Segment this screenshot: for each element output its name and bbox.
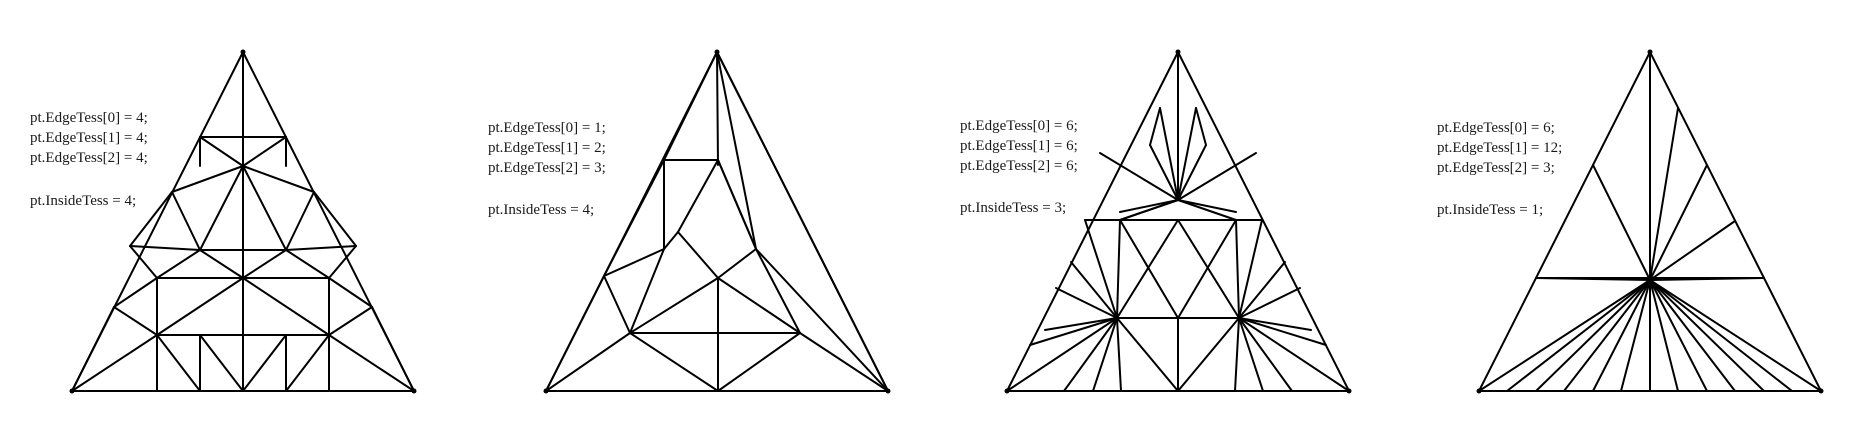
panel-3-mesh bbox=[1006, 51, 1350, 392]
panel-1-labels: pt.EdgeTess[0] = 4; pt.EdgeTess[1] = 4; … bbox=[30, 110, 148, 209]
panel-4-edge-tess-1: pt.EdgeTess[1] = 12; bbox=[1437, 140, 1562, 156]
panel-4: pt.EdgeTess[0] = 6; pt.EdgeTess[1] = 12;… bbox=[1437, 49, 1824, 394]
panel-3-vertices bbox=[1004, 49, 1352, 394]
panel-1: pt.EdgeTess[0] = 4; pt.EdgeTess[1] = 4; … bbox=[30, 49, 417, 394]
panel-1-vertices bbox=[69, 49, 417, 394]
panel-3-inside-tess: pt.InsideTess = 3; bbox=[960, 200, 1066, 216]
panel-4-inside-tess: pt.InsideTess = 1; bbox=[1437, 202, 1543, 218]
panel-3-labels: pt.EdgeTess[0] = 6; pt.EdgeTess[1] = 6; … bbox=[960, 118, 1078, 216]
panel-2-edge-tess-0: pt.EdgeTess[0] = 1; bbox=[488, 120, 606, 136]
panel-1-mesh bbox=[71, 51, 415, 392]
panel-2-labels: pt.EdgeTess[0] = 1; pt.EdgeTess[1] = 2; … bbox=[488, 120, 606, 218]
panel-1-edge-tess-1: pt.EdgeTess[1] = 4; bbox=[30, 130, 148, 146]
panel-1-inside-tess: pt.InsideTess = 4; bbox=[30, 193, 136, 209]
panel-4-vertices bbox=[1476, 49, 1824, 394]
panel-2-vertices bbox=[543, 49, 891, 394]
panel-4-labels: pt.EdgeTess[0] = 6; pt.EdgeTess[1] = 12;… bbox=[1437, 120, 1562, 218]
panel-4-mesh bbox=[1478, 51, 1822, 392]
panel-1-edge-tess-2: pt.EdgeTess[2] = 4; bbox=[30, 150, 148, 166]
panel-3-edge-tess-2: pt.EdgeTess[2] = 6; bbox=[960, 158, 1078, 174]
panel-4-edge-tess-0: pt.EdgeTess[0] = 6; bbox=[1437, 120, 1555, 136]
panel-2-edge-tess-1: pt.EdgeTess[1] = 2; bbox=[488, 140, 606, 156]
panel-4-edge-tess-2: pt.EdgeTess[2] = 3; bbox=[1437, 160, 1555, 176]
panel-3-edge-tess-0: pt.EdgeTess[0] = 6; bbox=[960, 118, 1078, 134]
panel-2-edge-tess-2: pt.EdgeTess[2] = 3; bbox=[488, 160, 606, 176]
panel-2-inside-tess: pt.InsideTess = 4; bbox=[488, 202, 594, 218]
panel-2-mesh bbox=[545, 51, 889, 392]
panel-1-edge-tess-0: pt.EdgeTess[0] = 4; bbox=[30, 110, 148, 126]
panel-2: pt.EdgeTess[0] = 1; pt.EdgeTess[1] = 2; … bbox=[488, 49, 891, 394]
panel-3-edge-tess-1: pt.EdgeTess[1] = 6; bbox=[960, 138, 1078, 154]
panel-3: pt.EdgeTess[0] = 6; pt.EdgeTess[1] = 6; … bbox=[960, 49, 1352, 394]
